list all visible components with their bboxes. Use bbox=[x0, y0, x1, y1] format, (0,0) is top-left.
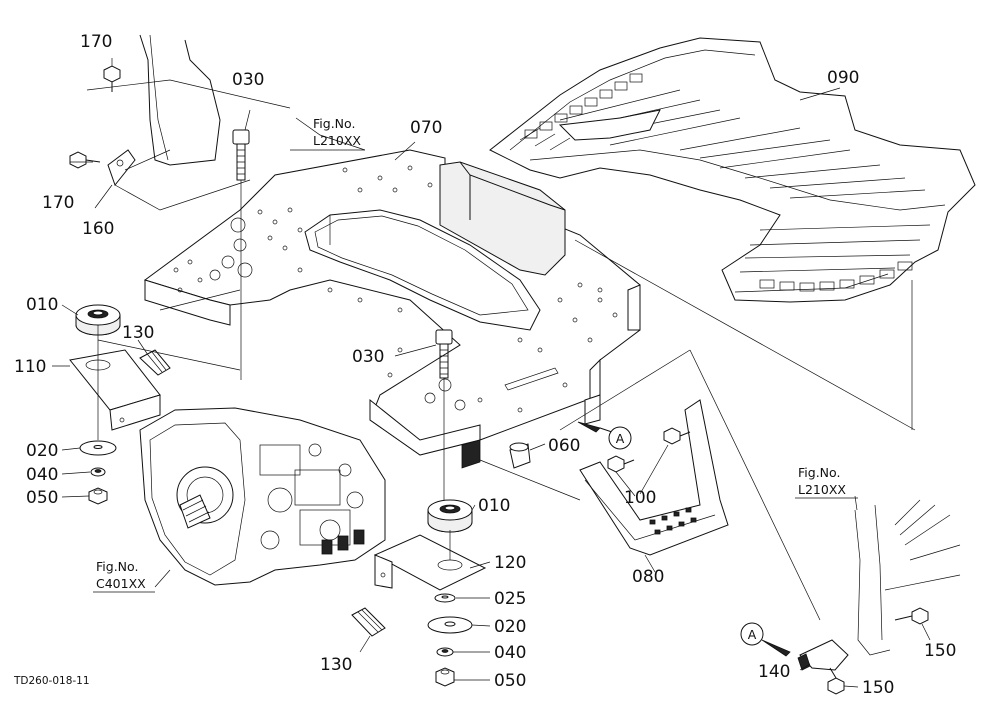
bracket-120-drawing bbox=[373, 534, 487, 591]
label-040-left: 040 bbox=[26, 465, 58, 485]
marker-a-center: A bbox=[608, 426, 632, 450]
fig-ref-c401xx-title: Fig.No. bbox=[96, 559, 138, 574]
bolt-100-upper bbox=[663, 427, 691, 445]
label-100: 100 bbox=[624, 488, 656, 508]
transmission-drawing bbox=[139, 407, 386, 586]
nut-050-left bbox=[88, 487, 108, 505]
label-130-left: 130 bbox=[122, 323, 154, 343]
stud-130-right bbox=[351, 607, 386, 637]
arrow-a-bottom bbox=[761, 639, 791, 657]
label-150-upper: 150 bbox=[924, 641, 956, 661]
label-025: 025 bbox=[494, 589, 526, 609]
arrow-a-center bbox=[577, 421, 613, 433]
cap-060-drawing bbox=[509, 442, 531, 469]
step-plate-drawing bbox=[143, 149, 641, 469]
label-160: 160 bbox=[82, 219, 114, 239]
fig-ref-l210xx-right-title: Fig.No. bbox=[798, 465, 840, 480]
bolt-170-upper bbox=[103, 65, 121, 92]
label-080: 080 bbox=[632, 567, 664, 587]
bracket-110-drawing bbox=[69, 349, 161, 431]
floor-mat-drawing bbox=[489, 37, 976, 303]
label-130-right: 130 bbox=[320, 655, 352, 675]
svg-text:A: A bbox=[616, 431, 625, 446]
document-code: TD260-018-11 bbox=[13, 675, 90, 687]
washer-040-right bbox=[436, 647, 454, 657]
leader-lines bbox=[52, 58, 931, 688]
bracket-140-drawing bbox=[797, 639, 849, 671]
washer-025 bbox=[434, 593, 456, 603]
label-050-right: 050 bbox=[494, 671, 526, 691]
label-050-left: 050 bbox=[26, 488, 58, 508]
label-020-left: 020 bbox=[26, 441, 58, 461]
label-140: 140 bbox=[758, 662, 790, 682]
fig-ref-l210xx-right-code: L210XX bbox=[798, 482, 846, 497]
fig-ref-c401xx-code: C401XX bbox=[96, 576, 146, 591]
fig-ref-l210xx-top-code: L210XX bbox=[313, 133, 361, 148]
label-010-right: 010 bbox=[478, 496, 510, 516]
bolt-150-upper bbox=[894, 607, 929, 625]
bolt-150-lower bbox=[827, 667, 845, 695]
label-030-upper: 030 bbox=[232, 70, 264, 90]
bolt-030-upper bbox=[232, 129, 250, 181]
step-bracket-080-drawing bbox=[579, 399, 729, 556]
label-030-lower: 030 bbox=[352, 347, 384, 367]
label-150-lower: 150 bbox=[862, 678, 894, 698]
bolt-170-lower bbox=[69, 151, 101, 169]
label-040-right: 040 bbox=[494, 643, 526, 663]
label-110: 110 bbox=[14, 357, 46, 377]
bracket-160-drawing bbox=[107, 34, 221, 187]
marker-a-bottom: A bbox=[740, 622, 764, 646]
pedal-linkage-drawing bbox=[854, 499, 961, 656]
fig-ref-l210xx-top-title: Fig.No. bbox=[313, 116, 355, 131]
label-170-upper: 170 bbox=[80, 32, 112, 52]
rubber-mount-010-left bbox=[75, 304, 121, 336]
label-020-right: 020 bbox=[494, 617, 526, 637]
stud-130-left bbox=[139, 349, 171, 376]
label-090: 090 bbox=[827, 68, 859, 88]
label-120: 120 bbox=[494, 553, 526, 573]
washer-020-right bbox=[427, 616, 473, 634]
label-170-lower: 170 bbox=[42, 193, 74, 213]
nut-050-right bbox=[435, 667, 455, 687]
assembly-lines bbox=[86, 79, 916, 621]
washer-040-left bbox=[90, 467, 106, 477]
bolt-100-lower bbox=[607, 455, 635, 473]
label-060: 060 bbox=[548, 436, 580, 456]
rubber-mount-010-right bbox=[427, 499, 473, 533]
washer-020-left bbox=[79, 440, 117, 456]
svg-text:A: A bbox=[748, 627, 757, 642]
label-010-left: 010 bbox=[26, 295, 58, 315]
label-070: 070 bbox=[410, 118, 442, 138]
